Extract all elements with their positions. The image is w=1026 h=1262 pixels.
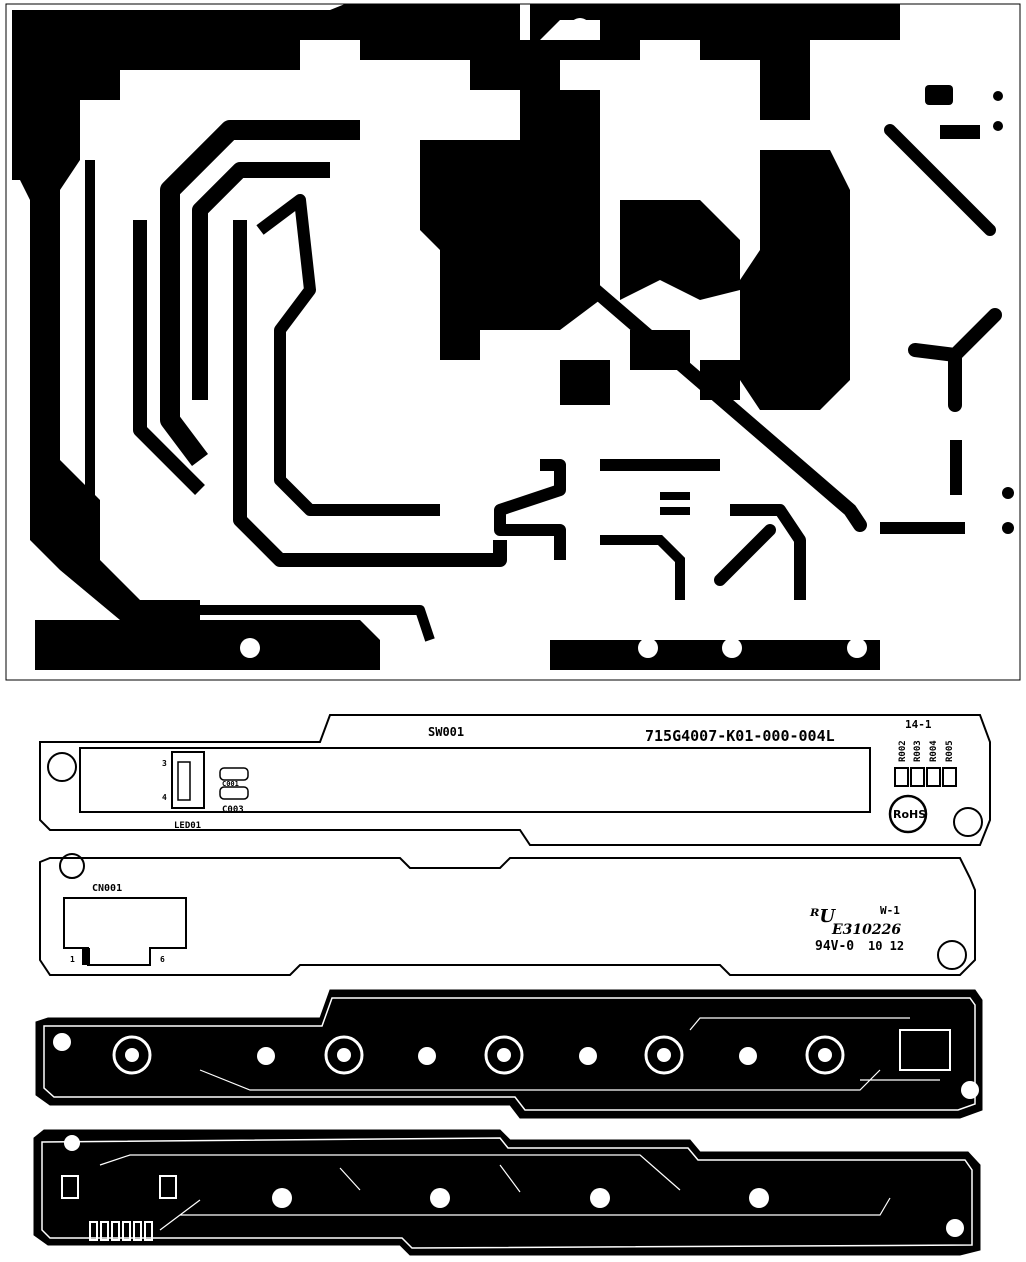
led-footprint-inner <box>177 761 191 801</box>
via-right-1 <box>993 91 1003 101</box>
copper-pad-small-2 <box>660 507 690 515</box>
led-pin-4: 4 <box>162 793 167 802</box>
date-code-label: 10 12 <box>868 939 904 953</box>
led-footprint <box>171 751 205 809</box>
copper-trace-mid-bus <box>256 194 440 516</box>
copper-pour-left-frame <box>12 4 640 620</box>
revision-label: 14-1 <box>905 718 932 731</box>
copper-pad-right-1 <box>925 85 953 105</box>
resistor-labels: R002 R003 R004 R005 <box>898 740 955 762</box>
key-board-bottom-pad-1 <box>61 1175 79 1199</box>
copper-pour-bottom-left <box>35 620 380 670</box>
mounting-hole-bottom-1 <box>240 638 260 658</box>
resistor-footprints <box>894 767 957 787</box>
resistor-r005-label: R005 <box>945 740 955 762</box>
capacitor-c003-label: C003 <box>222 805 244 815</box>
copper-pour-mid-right <box>620 200 740 300</box>
copper-pad-y-shape <box>908 308 1002 412</box>
connector-ref-label: CN001 <box>92 883 122 894</box>
copper-trace-outer-loop <box>85 160 435 642</box>
key-board-top-pad-cluster <box>899 1029 951 1071</box>
mount-hole-top-left <box>47 752 77 782</box>
copper-pad-vertical <box>950 440 962 495</box>
copper-pad-small-1 <box>660 492 690 500</box>
led-ref-label: LED01 <box>174 821 201 831</box>
flammability-label: 94V-0 <box>815 939 854 954</box>
ul-w-label: W-1 <box>880 904 900 917</box>
key-board-bottom-pad-2 <box>159 1175 177 1199</box>
rohs-logo <box>888 794 928 834</box>
copper-trace-lower-bar-2 <box>600 535 685 600</box>
mount-hole-top-right <box>953 807 983 837</box>
mount-hole-bottom-left <box>59 853 85 879</box>
mounting-hole-bottom-4 <box>847 638 867 658</box>
capacitor-c001-label: C001 <box>222 780 239 788</box>
copper-pour-bottom-right <box>550 640 880 670</box>
copper-pour-right-block <box>740 150 850 410</box>
copper-trace-inner-loop <box>192 162 330 400</box>
resistor-r004-label: R004 <box>929 740 939 762</box>
via-right-2 <box>993 121 1003 131</box>
copper-trace-lower-diag <box>714 524 776 586</box>
key-board-top-outline <box>39 714 991 846</box>
key-board-bottom-thin-traces <box>99 1154 891 1231</box>
key-board-copper-bottom-inner-outline <box>41 1137 973 1249</box>
key-board-silkscreen-top: SW001 715G4007-K01-000-004L 14-1 R002 R0… <box>39 714 991 846</box>
copper-pad-right-2 <box>940 125 980 139</box>
main-board-outline <box>5 3 1021 681</box>
connector-pin-1-marker <box>82 948 90 965</box>
resistor-r002-label: R002 <box>898 740 908 762</box>
mounting-hole-bottom-2 <box>638 638 658 658</box>
key-board-silkscreen-bottom: CN001 1 6 ᴿU W-1 E310226 94V-0 10 12 <box>39 853 976 976</box>
part-number-label: 715G4007-K01-000-004L <box>645 727 835 745</box>
mount-hole-bottom-right <box>937 940 967 970</box>
copper-trace-diagonal <box>553 253 867 532</box>
mounting-hole-top <box>570 18 590 38</box>
copper-pour-top-right <box>530 4 900 120</box>
copper-trace-left-channel <box>133 220 205 495</box>
copper-trace-lower-group <box>494 459 566 560</box>
connector-pin-last-label: 6 <box>160 955 165 964</box>
via-right-4 <box>1002 522 1014 534</box>
copper-pad-block-1 <box>560 360 610 405</box>
key-board-top-thin-traces <box>199 1017 940 1091</box>
key-board-copper-top <box>35 989 983 1119</box>
key-board-copper-bottom-pour <box>33 1129 981 1256</box>
key-switch-holes-bottom <box>64 1135 964 1237</box>
copper-pad-horizontal <box>880 522 965 534</box>
key-board-bottom-connector-pins <box>89 1221 153 1241</box>
copper-trace-transformer-loop <box>160 120 360 466</box>
resistor-r003-label: R003 <box>913 740 923 762</box>
copper-trace-lower-angle <box>730 504 806 600</box>
via-right-3 <box>1002 487 1014 499</box>
main-board-copper-layer <box>5 3 1021 681</box>
ul-mark: ᴿU <box>809 906 836 927</box>
rohs-label: RoHS <box>893 808 926 821</box>
copper-pour-center <box>420 90 600 360</box>
connector-pin-first-label: 1 <box>70 955 75 964</box>
capacitor-c001-footprint <box>219 767 249 781</box>
connector-footprint <box>63 897 187 966</box>
copper-trace-right-diagonal <box>884 124 996 236</box>
key-board-copper-bottom <box>33 1129 981 1256</box>
copper-trace-long-l <box>233 220 507 567</box>
mounting-hole-bottom-3 <box>722 638 742 658</box>
switch-window <box>79 747 871 813</box>
switch-ref-label: SW001 <box>428 725 464 739</box>
led-pin-3: 3 <box>162 759 167 768</box>
key-switch-holes-top <box>53 1033 979 1099</box>
key-switch-pads-top <box>112 1035 845 1075</box>
key-board-copper-top-inner-outline <box>43 997 976 1111</box>
ul-file-number: E310226 <box>831 922 901 938</box>
key-board-bottom-outline <box>39 857 976 976</box>
capacitor-c003-footprint <box>219 786 249 800</box>
